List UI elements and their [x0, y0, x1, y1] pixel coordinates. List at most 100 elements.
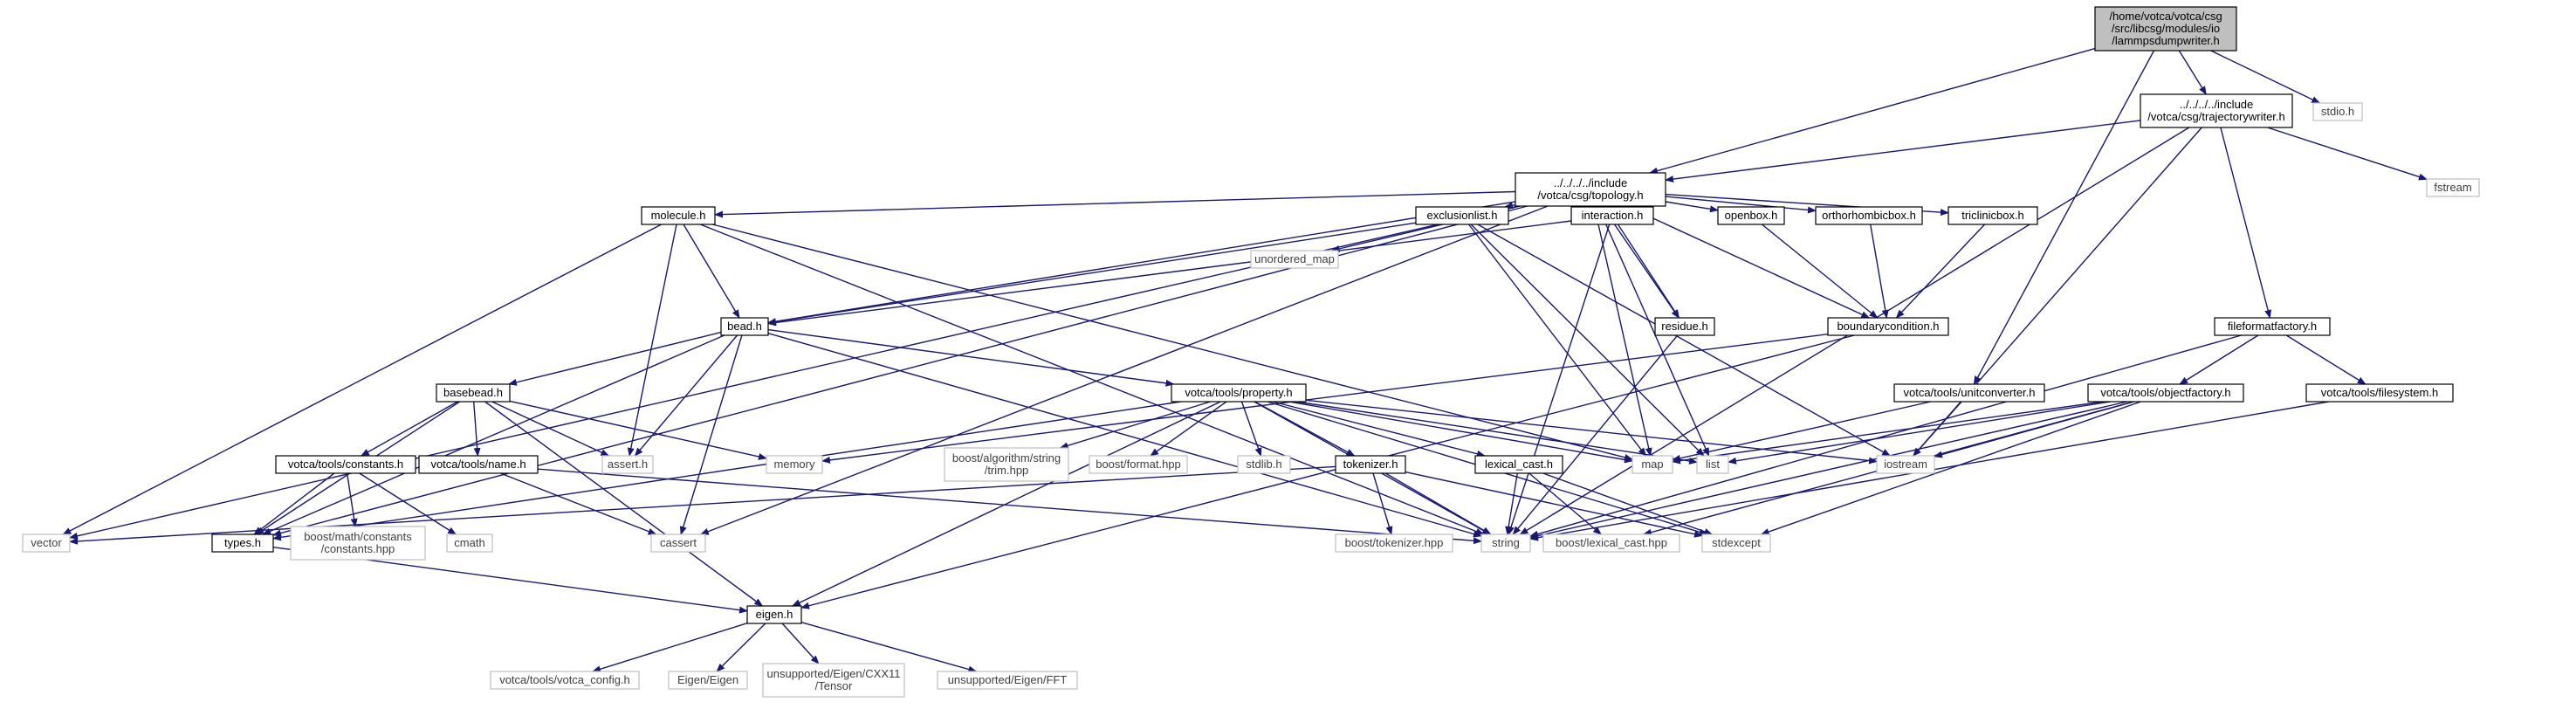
- nodes-layer: /home/votca/votca/csg/src/libcsg/modules…: [22, 6, 2480, 698]
- edge-tokenizer-to-vector: [69, 465, 1336, 545]
- node-boostlexical-label: boost/lexical_cast.hpp: [1556, 536, 1667, 549]
- node-lammpsdumpwriter-label: /home/votca/votca/csg: [2109, 10, 2222, 23]
- node-trajectorywriter-box: [2140, 93, 2293, 128]
- edge-exclusionlist-to-iostream: [1477, 224, 1892, 457]
- node-name[interactable]: votca/tools/name.h: [418, 455, 539, 474]
- node-name-label: votca/tools/name.h: [430, 458, 526, 471]
- node-objectfactory-label: votca/tools/objectfactory.h: [2100, 386, 2230, 399]
- edge-exclusionlist-to-bead: [767, 222, 1417, 326]
- node-topology[interactable]: ../../../../include/votca/csg/topology.h: [1515, 172, 1666, 207]
- node-string-label: string: [1492, 536, 1520, 549]
- node-bead[interactable]: bead.h: [720, 317, 769, 336]
- node-tokenizer-label: tokenizer.h: [1343, 458, 1398, 471]
- node-interaction[interactable]: interaction.h: [1570, 206, 1654, 225]
- edge-lammpsdumpwriter-to-stdio: [2210, 50, 2321, 104]
- node-filesystem[interactable]: votca/tools/filesystem.h: [2305, 383, 2454, 403]
- node-filesystem-box: [2305, 383, 2454, 403]
- node-fileformatfactory[interactable]: fileformatfactory.h: [2214, 317, 2331, 336]
- node-constants[interactable]: votca/tools/constants.h: [275, 455, 416, 474]
- node-iostream: iostream: [1876, 455, 1935, 474]
- node-boosttokenizer-label: boost/tokenizer.hpp: [1345, 536, 1444, 549]
- edge-molecule-to-string: [700, 224, 1485, 535]
- edge-property-to-boostformat: [1150, 401, 1227, 457]
- edge-basebead-to-memory: [509, 400, 767, 460]
- edge-bead-to-assert: [634, 334, 738, 457]
- node-property-label: votca/tools/property.h: [1185, 386, 1292, 399]
- node-eigen[interactable]: eigen.h: [746, 605, 802, 624]
- edge-unitconverter-to-map: [1672, 401, 1931, 462]
- node-basebead-box: [436, 383, 511, 403]
- node-boundarycondition[interactable]: boundarycondition.h: [1827, 317, 1949, 336]
- node-trajectorywriter[interactable]: ../../../../include/votca/csg/trajectory…: [2140, 93, 2293, 128]
- node-cassert-label: cassert: [660, 536, 697, 549]
- edge-eigen-to-votca_config: [592, 623, 748, 673]
- node-unitconverter[interactable]: votca/tools/unitconverter.h: [1893, 383, 2045, 403]
- edge-lammpsdumpwriter-to-topology: [1649, 47, 2096, 175]
- node-residue-box: [1654, 317, 1715, 336]
- edge-lammpsdumpwriter-to-trajectorywriter: [2178, 50, 2207, 95]
- node-residue[interactable]: residue.h: [1654, 317, 1715, 336]
- edge-interaction-to-string: [1508, 224, 1611, 535]
- node-triclinicbox-box: [1947, 206, 2038, 225]
- node-molecule[interactable]: molecule.h: [641, 206, 716, 225]
- edge-eigen-to-eigeneigen: [716, 623, 766, 672]
- node-memory-label: memory: [774, 458, 815, 471]
- node-vector: vector: [22, 533, 71, 553]
- node-basebead-label: basebead.h: [443, 386, 503, 399]
- node-unitconverter-box: [1893, 383, 2045, 403]
- node-lexical_cast-label: lexical_cast.h: [1485, 458, 1553, 471]
- node-types[interactable]: types.h: [211, 533, 274, 553]
- node-basebead[interactable]: basebead.h: [436, 383, 511, 403]
- edge-molecule-to-assert: [627, 224, 677, 457]
- node-boostconstants-label: boost/math/constants: [304, 530, 412, 543]
- node-memory: memory: [766, 455, 823, 474]
- node-objectfactory-box: [2087, 383, 2244, 403]
- node-vector-box: [22, 533, 71, 553]
- node-stdlib-label: stdlib.h: [1246, 458, 1281, 471]
- node-tensor-label: unsupported/Eigen/CXX11: [767, 667, 901, 680]
- edge-constants-to-cmath: [359, 472, 457, 535]
- node-boostconstants-box: [290, 526, 426, 561]
- edge-objectfactory-to-stdexcept: [1760, 401, 2141, 535]
- node-fft: unsupported/Eigen/FFT: [937, 671, 1078, 690]
- node-openbox-label: openbox.h: [1725, 209, 1778, 222]
- node-trim: boost/algorithm/string/trim.hpp: [944, 447, 1069, 482]
- edge-interaction-to-bead: [767, 220, 1572, 327]
- edge-property-to-eigen: [791, 401, 1221, 607]
- node-topology-box: [1515, 172, 1666, 207]
- node-memory-box: [766, 455, 823, 474]
- node-trim-label: /trim.hpp: [985, 464, 1029, 477]
- edge-tokenizer-to-boosttokenizer: [1372, 472, 1393, 535]
- node-openbox[interactable]: openbox.h: [1717, 206, 1785, 225]
- node-objectfactory[interactable]: votca/tools/objectfactory.h: [2087, 383, 2244, 403]
- node-constants-label: votca/tools/constants.h: [288, 458, 403, 471]
- edge-name-to-string: [537, 468, 1482, 545]
- node-exclusionlist[interactable]: exclusionlist.h: [1415, 206, 1509, 225]
- edge-fileformatfactory-to-objectfactory: [2179, 334, 2259, 385]
- node-assert: assert.h: [601, 455, 654, 474]
- node-tokenizer[interactable]: tokenizer.h: [1335, 455, 1406, 474]
- edge-eigen-to-tensor: [781, 623, 820, 664]
- node-boostconstants-label: /constants.hpp: [321, 542, 395, 555]
- node-unordered_map-label: unordered_map: [1254, 252, 1335, 265]
- edge-topology-to-cassert: [699, 205, 1549, 535]
- node-stdexcept-label: stdexcept: [1712, 536, 1761, 549]
- node-tensor-box: [762, 663, 905, 698]
- edge-bead-to-types: [262, 334, 725, 535]
- node-residue-label: residue.h: [1661, 320, 1707, 333]
- node-boostformat-box: [1089, 455, 1188, 474]
- node-triclinicbox[interactable]: triclinicbox.h: [1947, 206, 2038, 225]
- node-openbox-box: [1717, 206, 1785, 225]
- node-property[interactable]: votca/tools/property.h: [1171, 383, 1307, 403]
- edge-boundarycondition-to-eigen: [800, 334, 1855, 609]
- node-trajectorywriter-label: ../../../../include: [2180, 98, 2254, 111]
- edge-topology-to-list: [1597, 205, 1710, 457]
- node-lammpsdumpwriter[interactable]: /home/votca/votca/csg/src/libcsg/modules…: [2094, 6, 2237, 52]
- node-cmath: cmath: [446, 533, 493, 553]
- edge-boundarycondition-to-memory: [821, 334, 1829, 464]
- node-orthorhombicbox[interactable]: orthorhombicbox.h: [1815, 206, 1923, 225]
- node-lexical_cast[interactable]: lexical_cast.h: [1474, 455, 1563, 474]
- edge-bead-to-basebead: [507, 331, 722, 386]
- node-constants-box: [275, 455, 416, 474]
